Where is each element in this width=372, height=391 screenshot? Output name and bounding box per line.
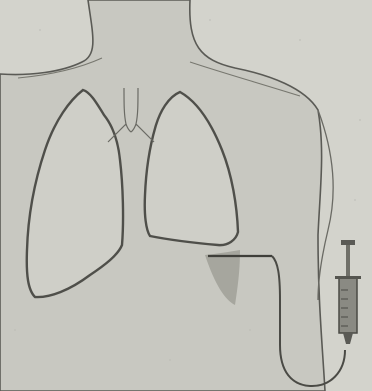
syringe-plunger-rod bbox=[346, 245, 350, 277]
syringe-plunger-cap bbox=[341, 240, 355, 245]
syringe-barrel bbox=[339, 277, 357, 333]
syringe-flange bbox=[335, 276, 361, 279]
